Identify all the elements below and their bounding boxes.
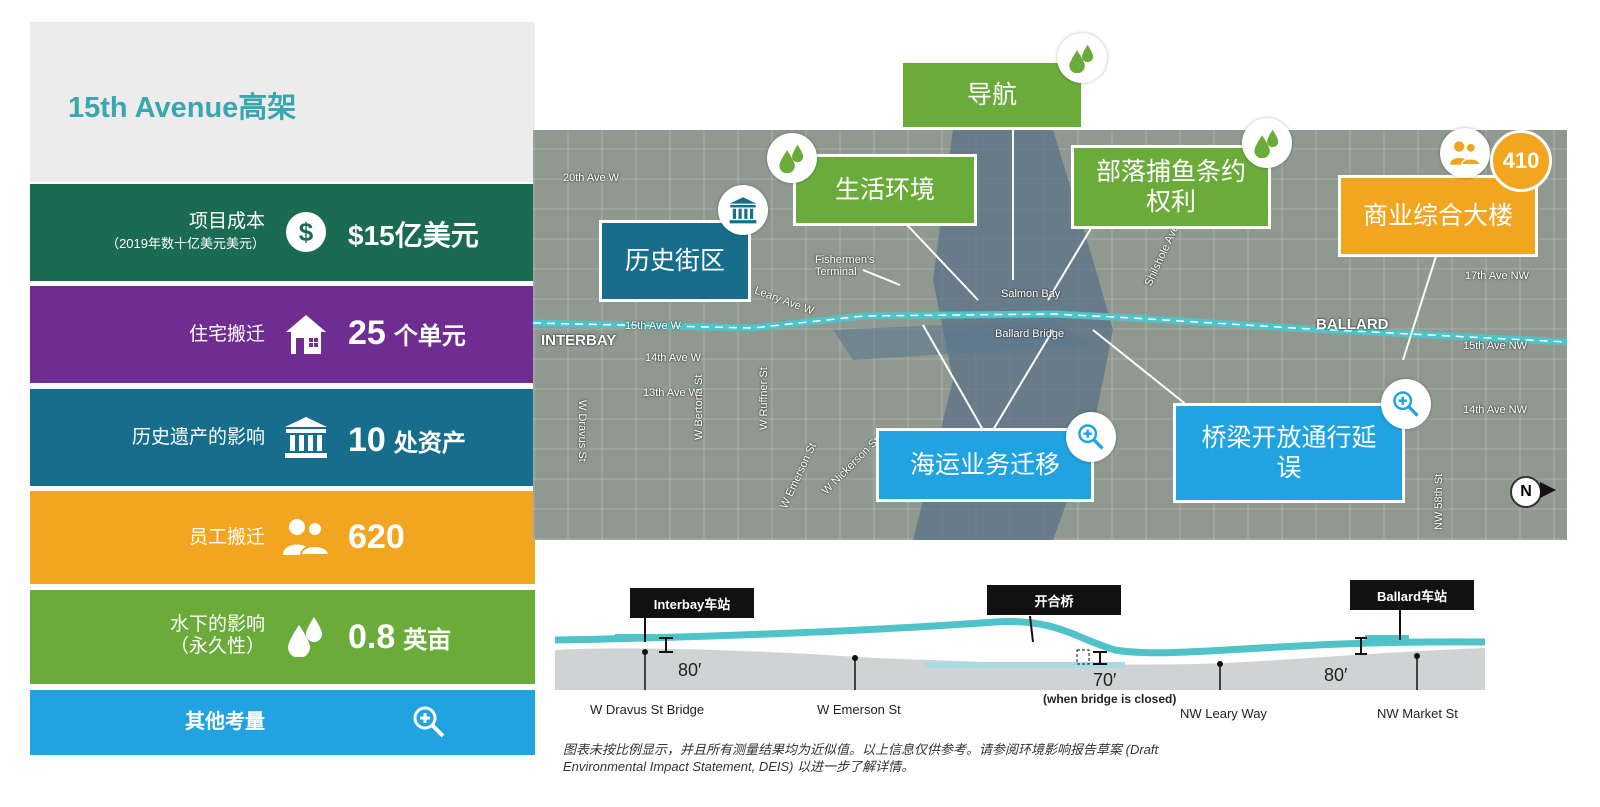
zoom-in-icon[interactable] [405, 698, 453, 746]
point-nw-leary-way: NW Leary Way [1180, 706, 1267, 721]
water-label-group: 水下的影响 （永久性） [170, 614, 265, 658]
street-14th-ave-w: 14th Ave W [645, 352, 702, 364]
zoom-in-icon[interactable] [1381, 379, 1431, 429]
callout-commercial-complex[interactable]: 商业综合大楼 [1338, 175, 1538, 257]
dollar-icon: $ [282, 208, 330, 256]
row-residential: 住宅搬迁 25 个单元 [30, 286, 535, 383]
people-icon [282, 513, 330, 561]
residential-value: 25 个单元 [348, 314, 466, 353]
page-title: 15th Avenue高架 [68, 92, 297, 124]
street-w-bertona: W Bertona St [693, 374, 705, 440]
north-pointer-icon [1540, 482, 1556, 498]
project-cost-value: $15亿美元 [348, 220, 479, 251]
tag-movable-bridge: 开合桥 [987, 585, 1121, 615]
street-13th-ave-w: 13th Ave W [643, 387, 700, 399]
interbay-label: INTERBAY [541, 332, 617, 349]
people-icon [1440, 128, 1490, 178]
water-unit: 英亩 [403, 627, 452, 654]
street-w-ruffner: W Ruffner St [758, 367, 770, 430]
callout-living-environment[interactable]: 生活环境 [793, 154, 977, 226]
callout-navigation[interactable]: 导航 [900, 60, 1084, 130]
bridge-closed-note: (when bridge is closed) [1043, 692, 1177, 706]
callout-tribal-fishing[interactable]: 部落捕鱼条约 权利 [1071, 145, 1271, 229]
ballard-label: BALLARD [1316, 316, 1389, 333]
street-15th-ave-w: 15th Ave W [625, 320, 682, 332]
water-sublabel: （永久性） [169, 636, 265, 657]
street-17th-ave-nw: 17th Ave NW [1465, 270, 1529, 282]
row-historic: 历史遗产的影响 10 处资产 [30, 389, 535, 486]
row-project-cost: 项目成本 （2019年数十亿美元美元） $ $15亿美元 [30, 184, 535, 281]
row-employees: 员工搬迁 620 [30, 491, 535, 584]
ballard-bridge-label: Ballard Bridge [995, 328, 1065, 340]
employees-value: 620 [348, 518, 405, 556]
height-right: 80′ [1324, 665, 1348, 685]
tag-ballard-station: Ballard车站 [1350, 580, 1474, 610]
callout-bridge-opening-delay[interactable]: 桥梁开放通行延 误 [1173, 403, 1405, 503]
residential-unit: 个单元 [393, 323, 466, 350]
salmon-bay-label: Salmon Bay [1001, 288, 1061, 300]
tag-interbay-station: Interbay车站 [630, 588, 754, 618]
residential-number: 25 [348, 314, 386, 352]
street-15th-ave-nw: 15th Ave NW [1463, 340, 1527, 352]
callout-historic-district[interactable]: 历史街区 [599, 220, 751, 302]
water-drops-icon [282, 612, 330, 660]
street-w-dravus: W Dravus St [576, 400, 588, 462]
historic-label: 历史遗产的影响 [131, 427, 265, 448]
fishermens-terminal-label: Fishermen's Terminal [815, 254, 875, 278]
historic-value: 10 处资产 [348, 421, 466, 460]
street-14th-ave-nw: 14th Ave NW [1463, 404, 1527, 416]
historic-unit: 处资产 [393, 430, 466, 457]
street-nw-58th: NW 58th St [1433, 473, 1445, 530]
north-arrow-icon: N [1510, 476, 1542, 508]
point-w-emerson: W Emerson St [817, 702, 901, 717]
north-label: N [1520, 483, 1532, 500]
water-value: 0.8 英亩 [348, 618, 451, 657]
historic-building-icon [718, 185, 768, 235]
height-mid: 70′ [1093, 670, 1117, 690]
commercial-count-badge: 410 [1490, 130, 1552, 192]
title-panel: 15th Avenue高架 [30, 22, 535, 182]
employees-label: 员工搬迁 [188, 527, 265, 548]
water-drops-icon [767, 133, 817, 183]
other-considerations-label: 其他考量 [185, 711, 265, 733]
water-number: 0.8 [348, 618, 396, 656]
historic-building-icon [282, 413, 330, 461]
project-cost-sublabel: （2019年数十亿美元美元） [106, 236, 265, 251]
height-left: 80′ [678, 660, 702, 680]
elevation-profile [555, 600, 1486, 690]
row-water: 水下的影响 （永久性） 0.8 英亩 [30, 590, 535, 684]
historic-number: 10 [348, 421, 386, 459]
callout-maritime-relocation[interactable]: 海运业务迁移 [876, 428, 1094, 502]
footnote: 图表未按比例显示，并且所有测量结果均为近似值。以上信息仅供参考。请参阅环境影响报… [563, 742, 1159, 774]
other-considerations-button[interactable]: 其他考量 [30, 690, 535, 755]
row-label: 项目成本 （2019年数十亿美元美元） [106, 211, 265, 255]
water-drops-icon [1057, 33, 1107, 83]
svg-text:$: $ [299, 217, 314, 247]
project-cost-label: 项目成本 [188, 211, 265, 232]
zoom-in-icon[interactable] [1066, 412, 1116, 462]
water-drops-icon [1242, 118, 1292, 168]
street-20th-ave-w: 20th Ave W [563, 172, 620, 184]
point-nw-market: NW Market St [1377, 706, 1458, 721]
residential-label: 住宅搬迁 [188, 324, 265, 345]
house-icon [282, 310, 330, 358]
water-label: 水下的影响 [169, 614, 265, 635]
point-w-dravus-bridge: W Dravus St Bridge [590, 702, 705, 717]
